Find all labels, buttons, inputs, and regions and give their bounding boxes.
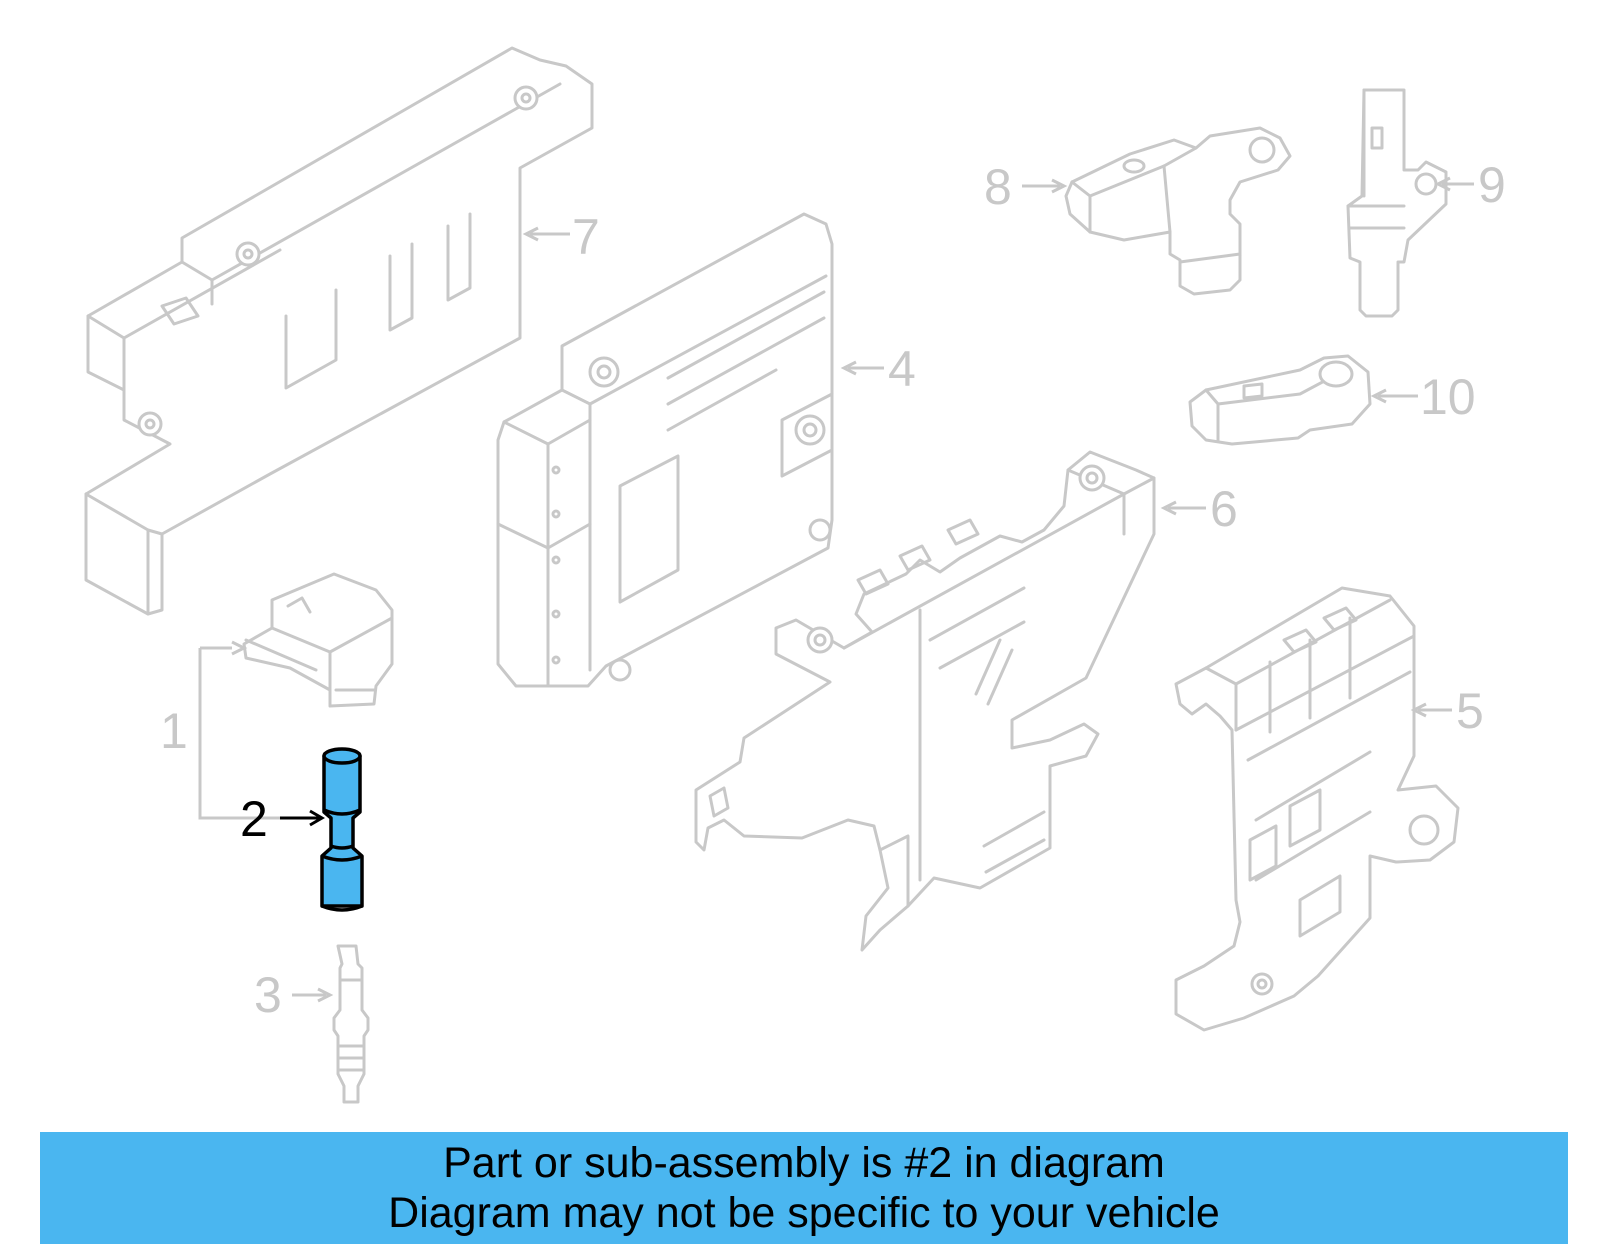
part-1-sensor <box>242 572 394 708</box>
callout-8: 8 <box>984 159 1012 215</box>
callout-10: 10 <box>1420 369 1476 425</box>
part-6-mounting-bracket <box>694 450 1156 952</box>
callout-2: 2 <box>240 791 268 847</box>
callout-5: 5 <box>1456 683 1484 739</box>
banner-line-2: Diagram may not be specific to your vehi… <box>388 1189 1220 1237</box>
callout-4: 4 <box>888 341 916 397</box>
part-2-top-cap <box>322 747 362 765</box>
callout-9: 9 <box>1478 157 1506 213</box>
info-banner: Part or sub-assembly is #2 in diagram Di… <box>40 1132 1568 1244</box>
callout-6: 6 <box>1210 481 1238 537</box>
part-4-control-module <box>496 212 834 688</box>
part-2-top-section <box>320 754 364 908</box>
part-9-position-sensor <box>1346 88 1448 318</box>
callout-labels: 1 2 3 4 5 6 7 8 9 10 <box>160 157 1506 1023</box>
callout-leaders <box>198 176 1474 1003</box>
part-2-highlight <box>320 747 364 912</box>
callout-1: 1 <box>160 703 188 759</box>
part-10-knock-sensor <box>1188 354 1372 446</box>
part-8-sensor <box>1064 126 1292 296</box>
part-5-housing <box>1174 586 1460 1032</box>
part-7-bracket <box>84 46 594 616</box>
callout-7: 7 <box>572 209 600 265</box>
part-3-spark-plug <box>332 944 370 1104</box>
banner-line-1: Part or sub-assembly is #2 in diagram <box>443 1139 1165 1187</box>
callout-3: 3 <box>254 967 282 1023</box>
